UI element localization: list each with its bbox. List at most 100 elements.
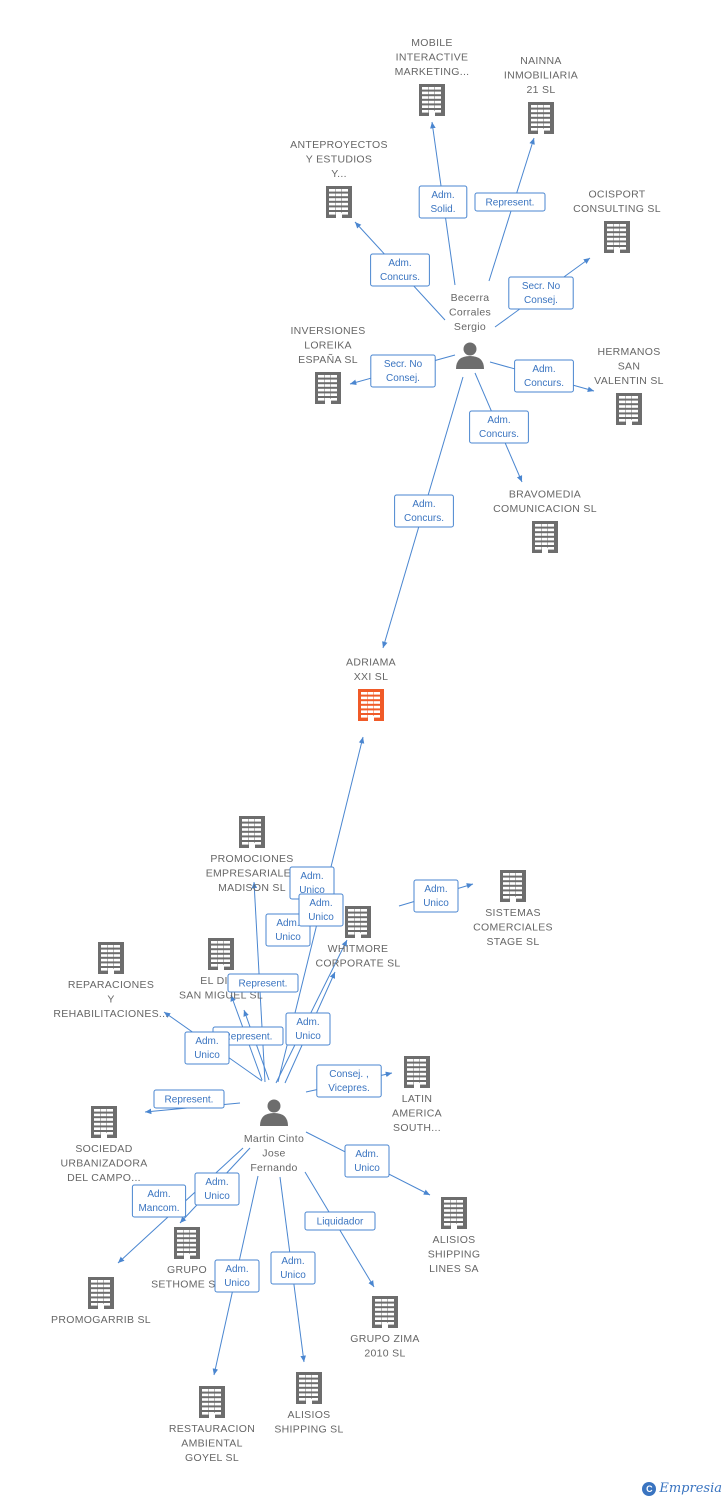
relation-label[interactable]: Adm.Unico [298,893,344,927]
relation-label[interactable]: Adm.Unico [214,1259,260,1293]
building-icon [208,938,234,970]
node-label: SOCIEDAD [75,1143,132,1155]
company-node[interactable]: LATINAMERICASOUTH... [392,1056,442,1134]
node-label: SOUTH... [393,1122,441,1134]
node-label: RESTAURACION [169,1423,255,1435]
relation-label[interactable]: Represent. [153,1089,225,1109]
node-label: SHIPPING [428,1249,481,1261]
relation-label[interactable]: Represent. [474,192,546,212]
relation-label-text: Adm. [487,415,510,426]
company-node[interactable]: MOBILE INTERACTIVE MARKETING... [395,37,470,116]
relation-label[interactable]: Adm. Concurs. [469,410,529,444]
node-label: MOBILE [411,37,452,49]
node-label: COMERCIALES [473,922,553,934]
relation-label-text: Vicepres. [328,1083,370,1094]
relation-label-text: Adm. [424,884,447,895]
relation-label-box [304,1211,376,1231]
relation-label[interactable]: Adm.Mancom. [131,1184,187,1218]
building-icon [88,1277,114,1309]
relation-label-text: Secr. No [522,281,561,292]
person-icon [456,342,484,369]
node-label: LINES SA [429,1263,479,1275]
edge-line [275,939,348,1084]
relation-label-text: Consej. [524,295,558,306]
node-label: GOYEL SL [185,1452,239,1464]
node-label: NAINNA [520,55,561,67]
relation-label-text: Concurs. [524,378,564,389]
relation-label[interactable]: Adm.Concurs. [394,494,454,528]
brand-logo: C Empresia [642,1481,722,1496]
relation-label-text: Consej. , [329,1069,368,1080]
relation-label-text: Unico [204,1191,230,1202]
node-label: ALISIOS [433,1234,476,1246]
node-label: REPARACIONES [68,979,154,991]
node-label: INTERACTIVE [396,52,469,64]
relation-label[interactable]: Adm.Unico [413,879,459,913]
node-label: Becerra [451,292,490,304]
node-label: CORPORATE SL [315,958,400,970]
relation-label[interactable]: Liquidador [304,1211,376,1231]
node-label: 21 SL [527,84,556,96]
node-label: PROMOGARRIB SL [51,1314,151,1326]
relation-label[interactable]: Consej. , Vicepres. [316,1064,382,1098]
relation-label[interactable]: Adm.Concurs. [370,253,430,287]
brand-name: Empresia [659,1481,722,1496]
relation-label-text: Represent. [486,198,535,209]
relation-label[interactable]: Adm.Unico [270,1251,316,1285]
node-label: Y [107,994,114,1006]
relation-label[interactable]: Adm.Unico [194,1172,240,1206]
relation-label-text: Unico [354,1163,380,1174]
building-icon [315,372,341,404]
relation-label[interactable]: Adm.Unico [344,1144,390,1178]
node-label: OCISPORT [588,189,645,201]
node-label: DEL CAMPO... [67,1172,141,1184]
relation-label[interactable]: Adm.Concurs. [514,359,574,393]
node-label: REHABILITACIONES... [53,1008,168,1020]
company-node[interactable]: PROMOGARRIB SL [51,1277,151,1326]
relation-label-box [469,410,529,444]
building-icon [98,942,124,974]
node-label: MARKETING... [395,66,470,78]
node-label: GRUPO ZIMA [350,1333,420,1345]
relation-label[interactable]: Adm.Solid. [418,185,468,219]
node-label: COMUNICACION SL [493,503,597,515]
building-icon [441,1197,467,1229]
node-label: SETHOME SA [151,1279,223,1291]
building-icon [239,816,265,848]
relation-label-text: Adm. [147,1189,170,1200]
company-node[interactable]: ALISIOS SHIPPING LINES SA [428,1197,481,1275]
relation-label-text: Concurs. [479,429,519,440]
building-icon [616,393,642,425]
node-label: PROMOCIONES [210,853,293,865]
relation-label[interactable]: Adm.Unico [285,1012,331,1046]
relation-label[interactable]: Adm.Unico [184,1031,230,1065]
node-label: Corrales [449,307,491,319]
relation-label-text: Adm. [431,190,454,201]
relation-label-box [413,879,459,913]
relation-label[interactable]: Represent. [227,973,299,993]
node-label: Y... [331,168,347,180]
building-icon [296,1372,322,1404]
relation-label[interactable]: Adm.Unico [289,866,335,900]
relation-label-text: Unico [295,1031,321,1042]
company-node[interactable]: REPARACIONES Y REHABILITACIONES... [53,942,168,1020]
relation-label[interactable]: Secr. No Consej. [508,276,574,310]
